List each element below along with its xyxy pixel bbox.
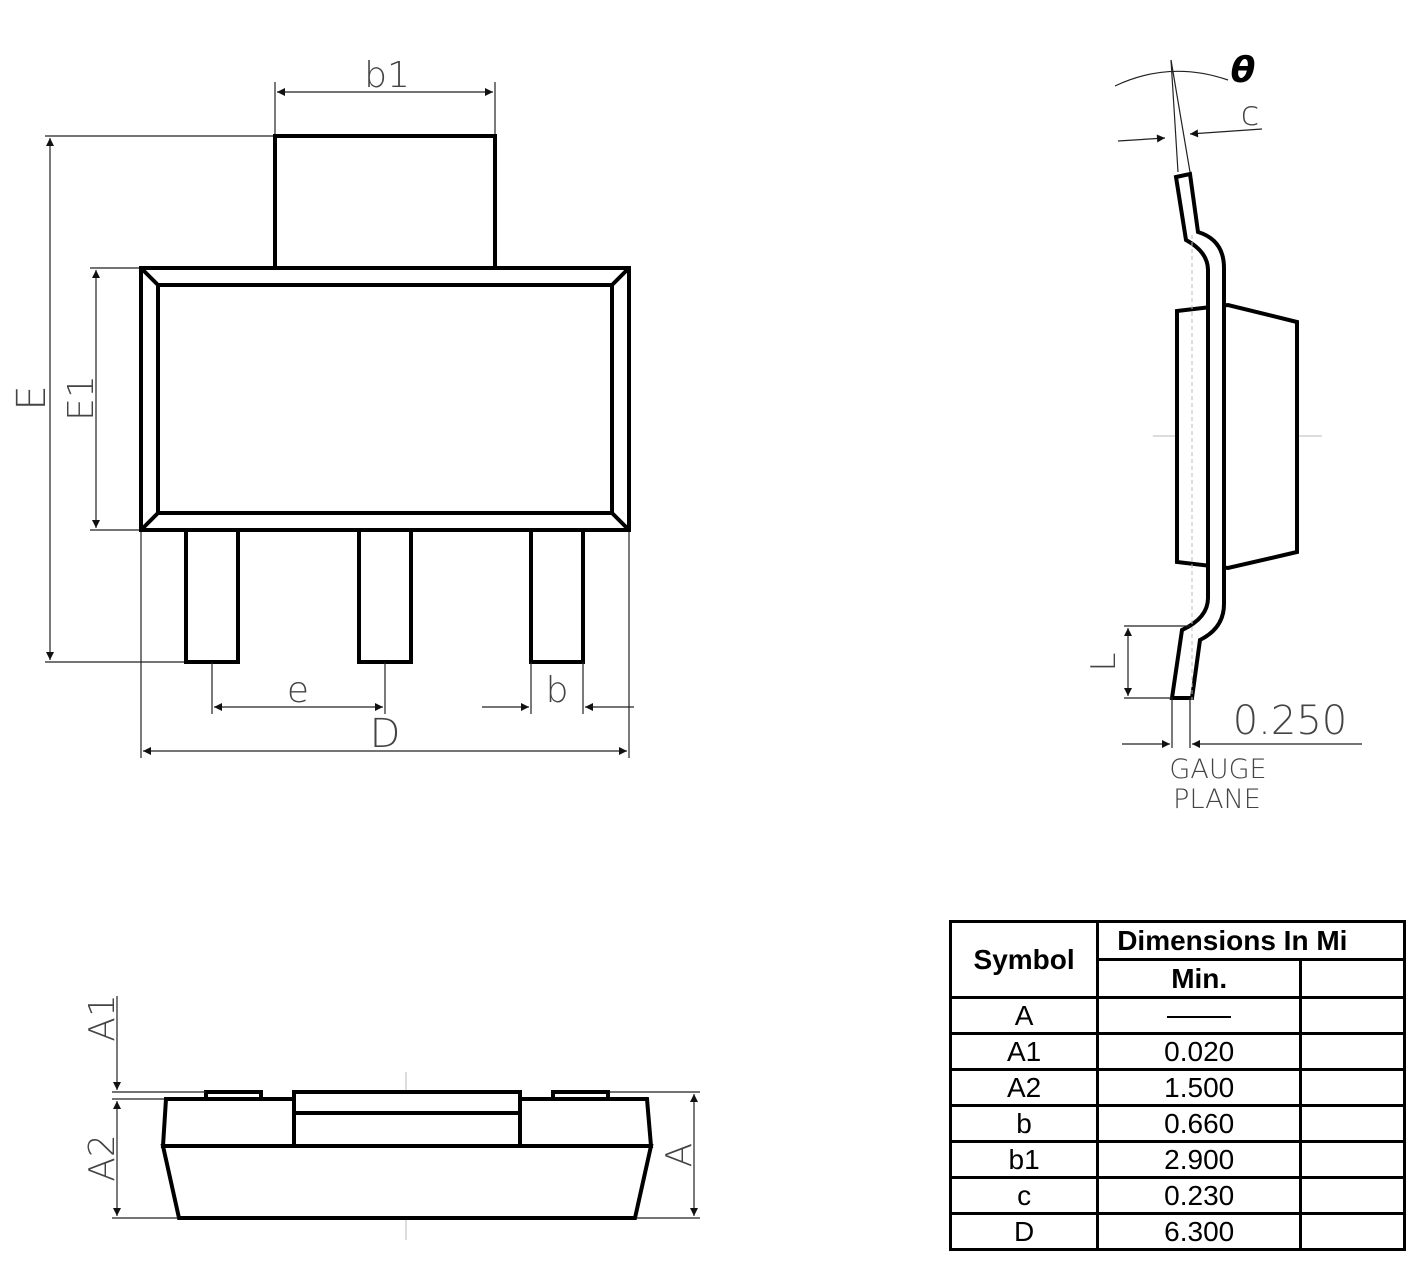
gauge-label-line1: GAUGE bbox=[1169, 754, 1266, 785]
top-view: b1 E E1 e b D bbox=[9, 55, 634, 758]
min-header: Min. bbox=[1096, 958, 1303, 999]
min-cell bbox=[1096, 996, 1303, 1035]
min-cell: 2.900 bbox=[1096, 1140, 1303, 1179]
theta-arc bbox=[1114, 70, 1229, 87]
nom-header bbox=[1299, 958, 1406, 999]
dim-E1-label: E1 bbox=[61, 375, 102, 421]
min-cell: 0.230 bbox=[1096, 1176, 1303, 1215]
tab bbox=[273, 134, 497, 270]
min-cell: 0.020 bbox=[1096, 1032, 1303, 1071]
dim-D-label: D bbox=[370, 711, 401, 757]
dash-mark bbox=[1167, 1016, 1232, 1019]
dim-c-label: c bbox=[1241, 94, 1260, 134]
dim-E-label: E bbox=[9, 385, 55, 410]
symbol-cell: A1 bbox=[948, 1032, 1100, 1071]
dims-header: Dimensions In Mi bbox=[1096, 920, 1406, 961]
table-row: A bbox=[948, 996, 1406, 1035]
side-view: θ c L 0.250 GAUGE PLANE bbox=[1084, 50, 1362, 815]
lead-3 bbox=[529, 528, 585, 664]
min-cell: 6.300 bbox=[1096, 1212, 1303, 1251]
dim-b-label: b bbox=[546, 670, 569, 711]
gauge-value: 0.250 bbox=[1233, 698, 1348, 744]
symbol-cell: c bbox=[948, 1176, 1100, 1215]
dim-e-label: e bbox=[287, 670, 309, 711]
symbol-cell: A2 bbox=[948, 1068, 1100, 1107]
gauge-label-line2: PLANE bbox=[1173, 784, 1261, 815]
front-view: A1 A2 A bbox=[82, 994, 700, 1240]
symbol-cell: b bbox=[948, 1104, 1100, 1143]
theta-label: θ bbox=[1231, 50, 1256, 91]
front-tab bbox=[292, 1090, 522, 1148]
min-cell: 1.500 bbox=[1096, 1068, 1303, 1107]
symbol-cell: b1 bbox=[948, 1140, 1100, 1179]
dim-b1-label: b1 bbox=[364, 55, 410, 96]
dim-A2-label: A2 bbox=[82, 1134, 123, 1182]
body-inner bbox=[156, 283, 614, 515]
min-cell: 0.660 bbox=[1096, 1104, 1303, 1143]
dim-A-label: A bbox=[659, 1143, 700, 1168]
dim-A1-label: A1 bbox=[82, 994, 123, 1042]
lead-2 bbox=[357, 528, 413, 664]
symbol-header: Symbol bbox=[948, 920, 1100, 999]
dim-L-label: L bbox=[1084, 653, 1124, 672]
symbol-cell: A bbox=[948, 996, 1100, 1035]
symbol-cell: D bbox=[948, 1212, 1100, 1251]
